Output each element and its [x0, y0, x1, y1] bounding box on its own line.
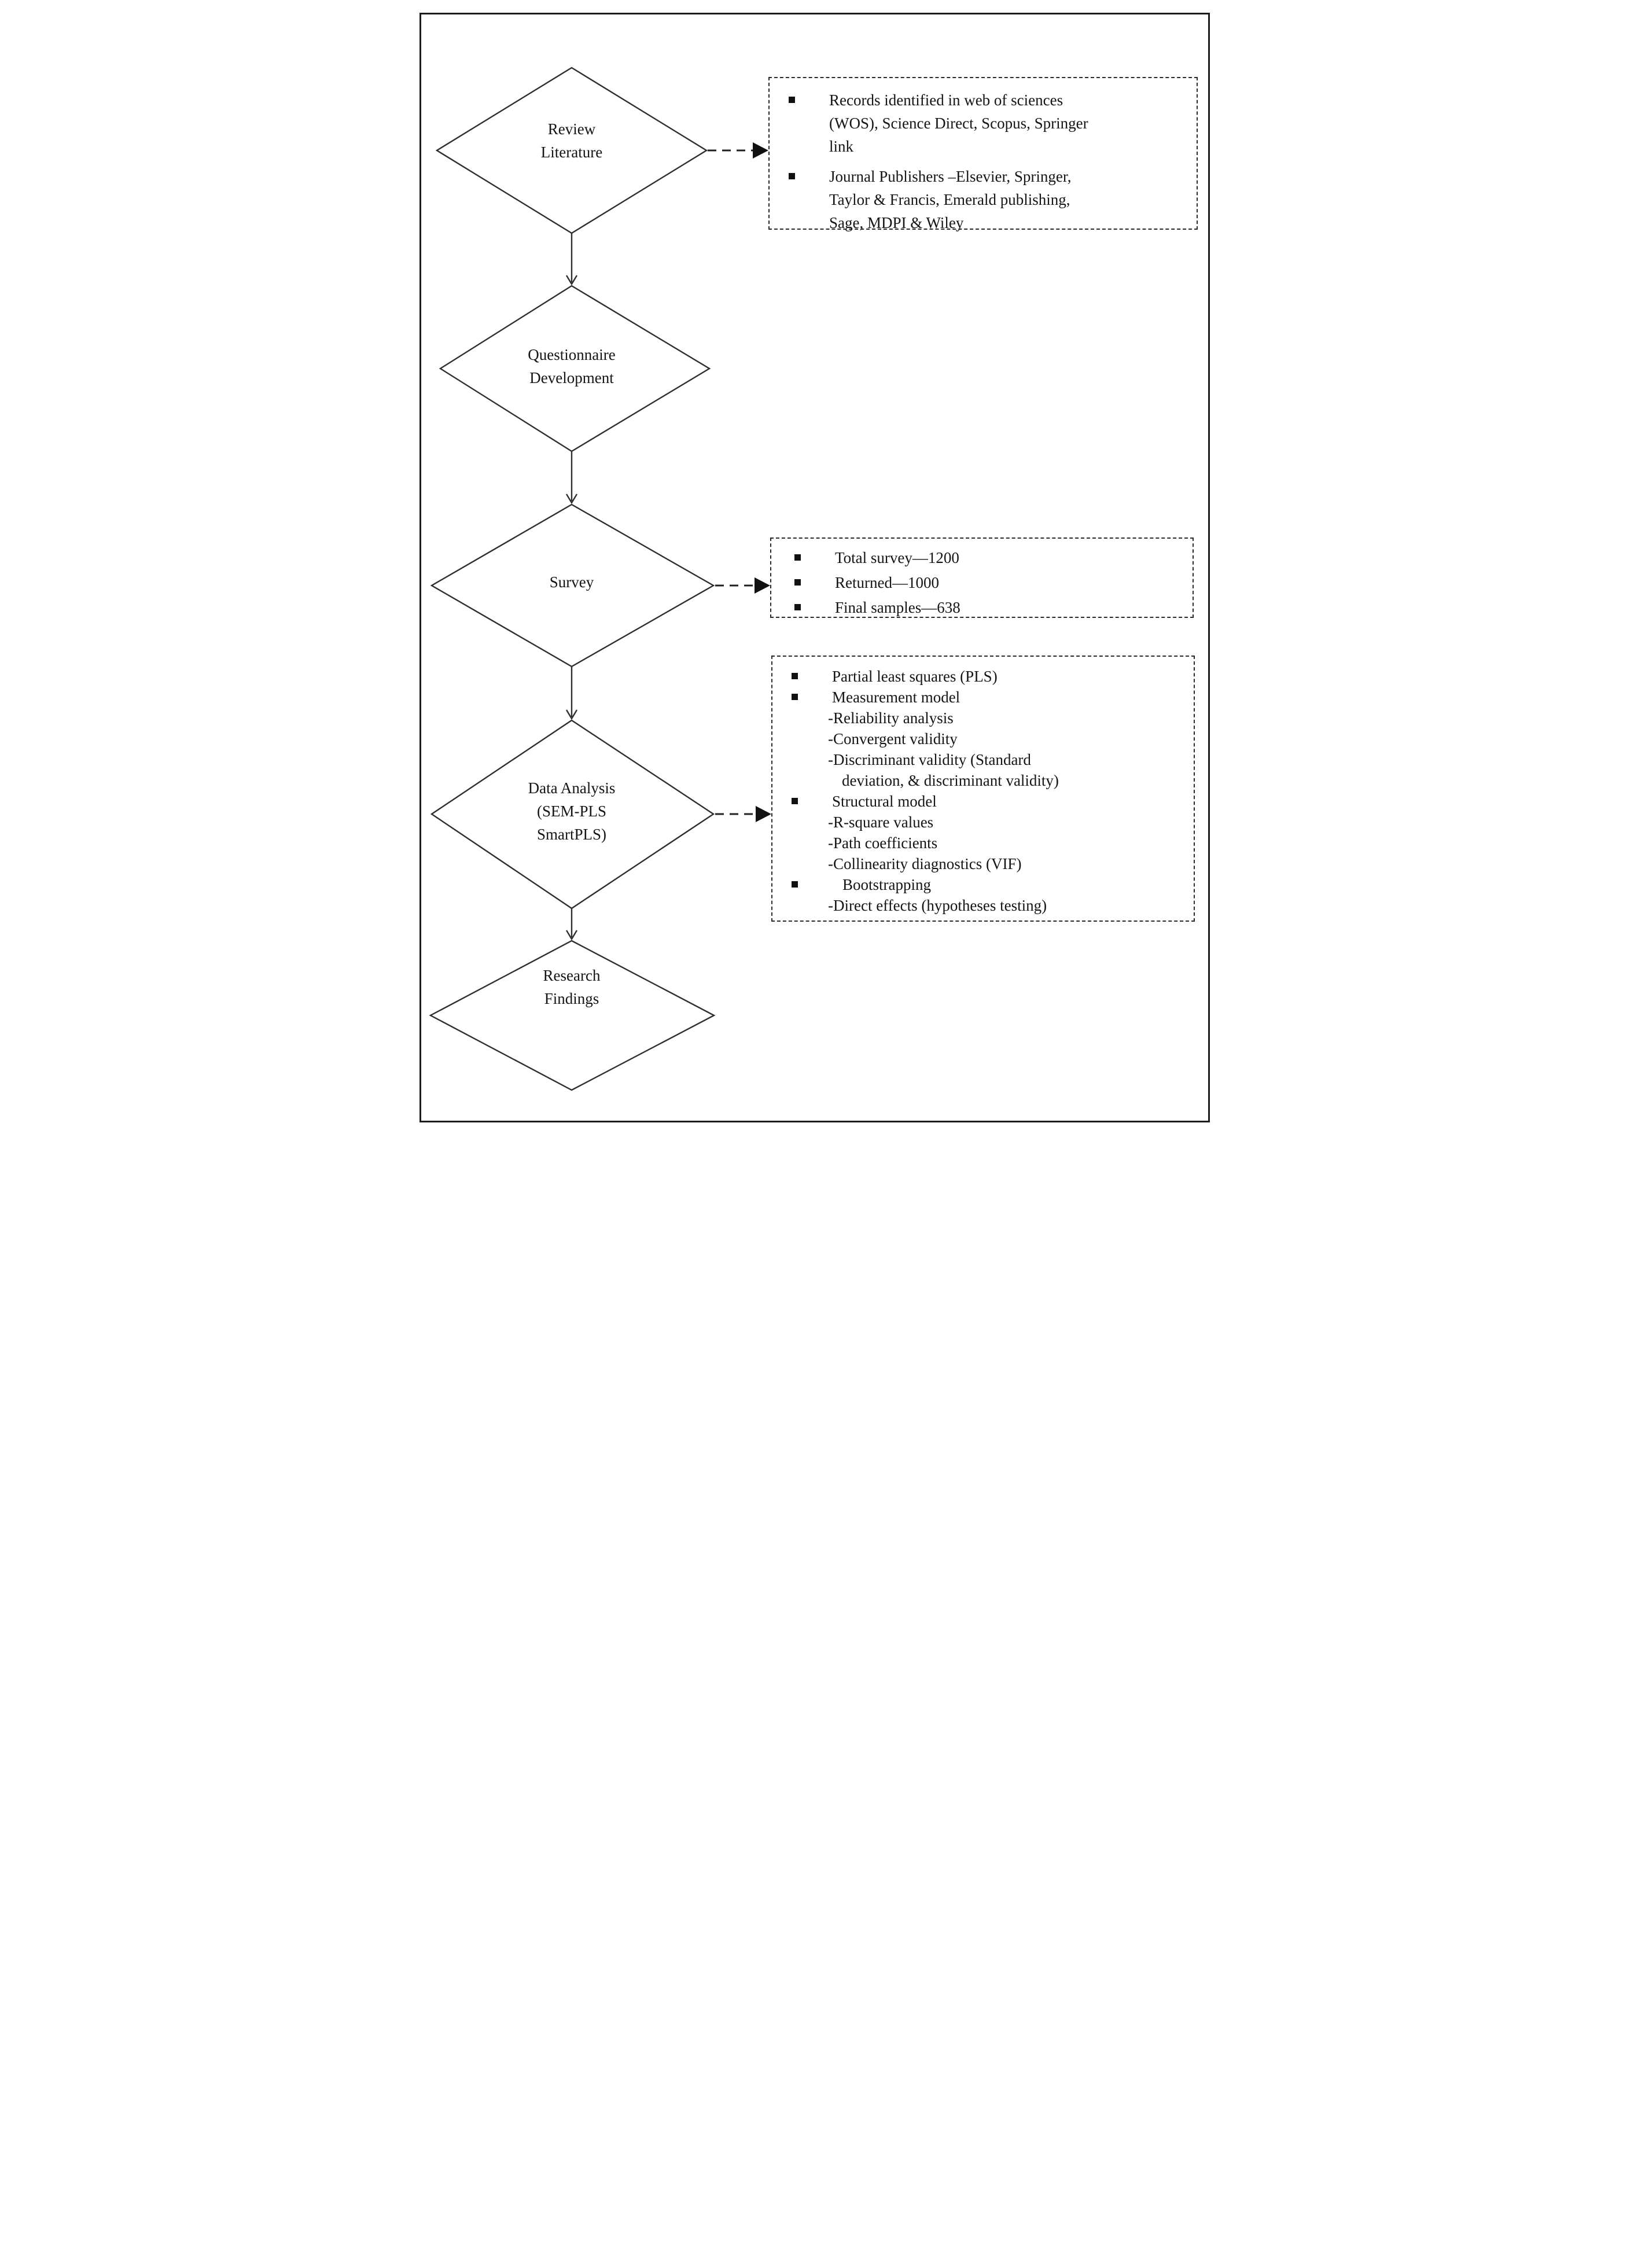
list-item-text: Partial least squares (PLS)	[832, 668, 998, 685]
node-label-survey: Survey	[549, 573, 594, 591]
list-item: Bootstrapping	[772, 874, 1194, 895]
list-item-text: Bootstrapping	[842, 876, 931, 893]
square-bullet-icon	[792, 881, 798, 888]
list-item: Total survey—1200	[771, 546, 1193, 570]
square-bullet-icon	[792, 673, 798, 679]
list-item: -Discriminant validity (Standard	[772, 749, 1194, 770]
list-item-text: -Direct effects (hypotheses testing)	[828, 897, 1047, 914]
list-item-text: deviation, & discriminant validity)	[842, 772, 1059, 789]
list-item-text: Taylor & Francis, Emerald publishing,	[829, 191, 1070, 208]
list-item: link	[770, 135, 1197, 158]
arrow-review-to-questionnaire	[565, 233, 578, 286]
list-item-text: -Discriminant validity (Standard	[828, 751, 1031, 768]
list-item-text: Records identified in web of sciences	[829, 91, 1063, 109]
list-item-text: link	[829, 138, 854, 155]
list-item: Journal Publishers –Elsevier, Springer,	[770, 165, 1197, 188]
list-item-text: (WOS), Science Direct, Scopus, Springer	[829, 115, 1088, 132]
list-item: Partial least squares (PLS)	[772, 666, 1194, 687]
square-bullet-icon	[792, 694, 798, 700]
list-item-text: -Reliability analysis	[828, 709, 954, 727]
dashed-arrow-analysis-to-box	[715, 806, 771, 822]
list-item: -Collinearity diagnostics (VIF)	[772, 853, 1194, 874]
square-bullet-icon	[789, 173, 795, 179]
list-item-text: -Path coefficients	[828, 834, 938, 852]
diamond-research-findings-shape	[429, 940, 716, 1091]
list-item: -Convergent validity	[772, 728, 1194, 749]
list-item-text: Total survey—1200	[835, 549, 959, 566]
arrow-survey-to-analysis	[565, 667, 578, 720]
node-label-research-findings: Research Findings	[543, 967, 601, 1007]
list-item: Final samples—638	[771, 595, 1193, 620]
list-item-text: Final samples—638	[835, 599, 960, 616]
note-box-analysis-rows: Partial least squares (PLS) Measurement …	[772, 666, 1194, 916]
list-item: Records identified in web of sciences	[770, 89, 1197, 112]
list-item: Returned—1000	[771, 570, 1193, 595]
note-box-survey-rows: Total survey—1200 Returned—1000 Final sa…	[771, 546, 1193, 620]
list-item: (WOS), Science Direct, Scopus, Springer	[770, 112, 1197, 135]
list-item-text: Returned—1000	[835, 574, 939, 591]
square-bullet-icon	[794, 604, 801, 610]
list-item: -R-square values	[772, 812, 1194, 833]
node-label-questionnaire-development: Questionnaire Development	[528, 346, 616, 386]
list-item: deviation, & discriminant validity)	[772, 770, 1194, 791]
list-item-text: Journal Publishers –Elsevier, Springer,	[829, 168, 1072, 185]
note-box-literature-rows: Records identified in web of sciences (W…	[770, 89, 1197, 234]
node-label-review-literature: Review Literature	[540, 120, 603, 161]
list-item-text: Measurement model	[832, 689, 960, 706]
note-box-survey-counts: Total survey—1200 Returned—1000 Final sa…	[770, 537, 1194, 618]
list-item: -Direct effects (hypotheses testing)	[772, 895, 1194, 916]
note-box-literature-sources: Records identified in web of sciences (W…	[768, 77, 1198, 231]
list-item: Structural model	[772, 791, 1194, 812]
note-box-analysis-steps: Partial least squares (PLS) Measurement …	[771, 656, 1195, 922]
square-bullet-icon	[794, 554, 801, 561]
list-item: Taylor & Francis, Emerald publishing,	[770, 188, 1197, 211]
flowchart-figure: Review Literature Questionnaire Developm…	[408, 0, 1226, 1134]
flowchart-canvas	[429, 67, 771, 1091]
arrow-analysis-to-findings	[565, 908, 578, 941]
list-item: Sage, MDPI & Wiley	[770, 211, 1197, 234]
arrow-questionnaire-to-survey	[565, 451, 578, 505]
square-bullet-icon	[792, 798, 798, 804]
list-item-text: Structural model	[832, 793, 937, 810]
list-item: -Reliability analysis	[772, 708, 1194, 728]
list-item: Measurement model	[772, 687, 1194, 708]
dashed-arrow-review-to-box	[708, 142, 768, 159]
list-item: -Path coefficients	[772, 833, 1194, 853]
figure-border	[419, 13, 1210, 1122]
square-bullet-icon	[789, 97, 795, 103]
list-item-text: -R-square values	[828, 813, 934, 831]
list-item-text: -Convergent validity	[828, 730, 958, 748]
dashed-arrow-survey-to-box	[715, 577, 770, 594]
square-bullet-icon	[794, 579, 801, 586]
list-item-text: Sage, MDPI & Wiley	[829, 214, 964, 231]
list-item-text: -Collinearity diagnostics (VIF)	[828, 855, 1022, 872]
node-label-data-analysis: Data Analysis (SEM-PLS SmartPLS)	[528, 779, 616, 843]
